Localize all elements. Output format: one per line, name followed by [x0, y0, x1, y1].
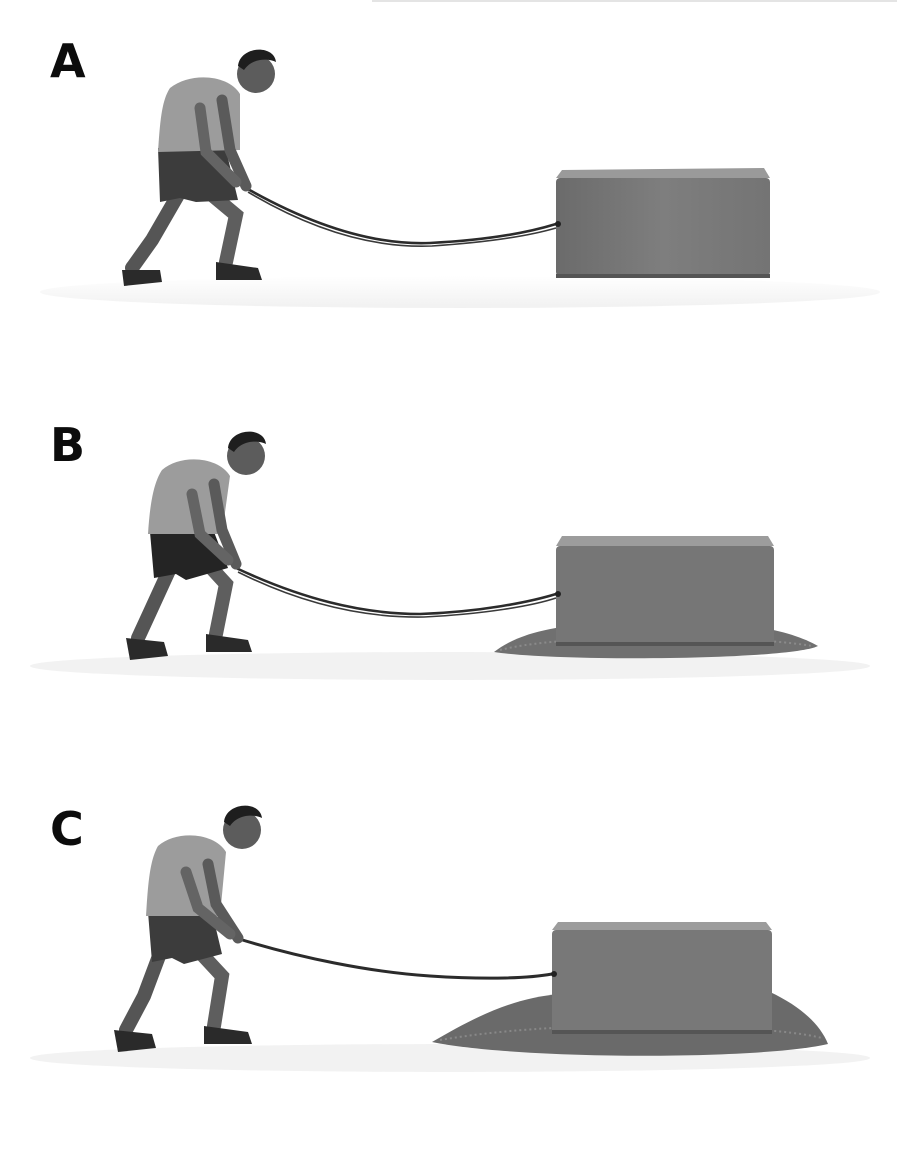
person-pulling-figure — [126, 431, 266, 660]
scene-c — [30, 805, 870, 1072]
person-pulling-figure — [114, 805, 262, 1052]
concrete-block — [555, 536, 774, 646]
person-pulling-figure — [122, 49, 276, 286]
concrete-block — [555, 168, 770, 278]
concrete-block — [551, 922, 772, 1034]
ground-shadow — [30, 652, 870, 680]
ground-shadow — [40, 276, 880, 308]
scene-a — [40, 49, 880, 308]
panel-b: B — [0, 384, 897, 754]
panel-label: B — [50, 418, 86, 472]
panel-label: C — [50, 802, 84, 856]
panel-a: A — [0, 0, 897, 370]
rope — [237, 571, 557, 618]
rope — [235, 566, 557, 616]
panel-c: C — [0, 768, 897, 1138]
rope — [247, 191, 557, 248]
scene-b — [30, 431, 870, 680]
panel-label: A — [50, 34, 86, 88]
rope — [245, 186, 557, 245]
rope — [235, 936, 553, 980]
top-divider-line — [372, 0, 897, 2]
